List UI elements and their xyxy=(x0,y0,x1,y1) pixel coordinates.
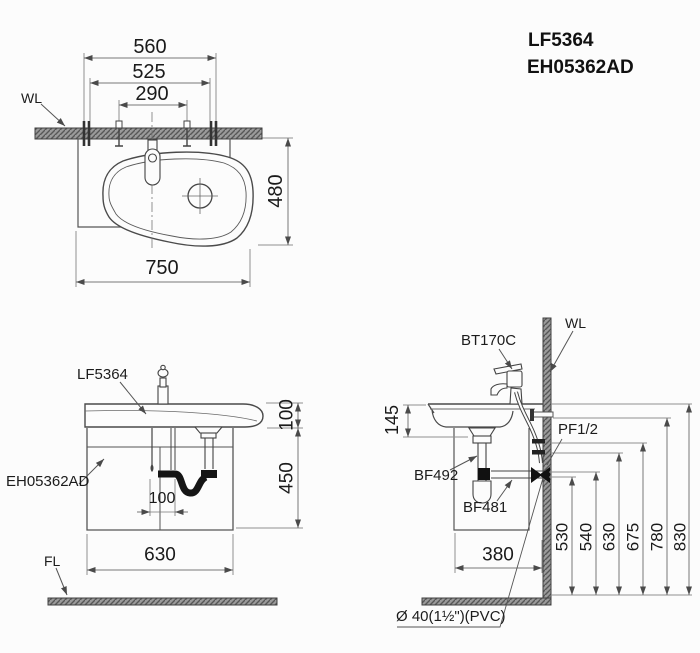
faucet-label: BT170C xyxy=(461,332,517,349)
cabinet-side xyxy=(453,428,530,531)
basin-side xyxy=(427,403,543,428)
dim-480: 480 xyxy=(265,174,287,208)
wall-line-label-side: WL xyxy=(565,315,586,331)
waste-pipe-side xyxy=(478,467,550,483)
dim-630-height: 630 xyxy=(599,522,619,552)
trap-label: BF492 xyxy=(414,467,459,484)
dim-380: 380 xyxy=(482,544,514,566)
floor-line-label: FL xyxy=(44,553,61,569)
dim-630-cabinet-width: 630 xyxy=(144,544,176,566)
drain-hole-top-view xyxy=(182,178,218,214)
side-view-drawing xyxy=(397,317,692,628)
model-number-basin: LF5364 xyxy=(528,30,594,51)
bottle-trap-side xyxy=(468,427,496,504)
anchor-bolts xyxy=(115,120,191,147)
supply-pipe-front xyxy=(150,428,154,472)
faucet-top-view xyxy=(144,139,161,186)
basin-front xyxy=(84,403,264,428)
dim-450: 450 xyxy=(276,462,298,494)
supply-fitting-label: PF1/2 xyxy=(558,421,599,438)
dim-780: 780 xyxy=(647,522,667,552)
drain-pipe-note: Ø 40(1½")(PVC) xyxy=(396,608,506,625)
drain-front xyxy=(193,426,224,469)
wall-supply-stub xyxy=(530,409,554,421)
dim-290: 290 xyxy=(135,83,169,105)
waste-pipe-label: BF481 xyxy=(463,499,508,516)
dim-525: 525 xyxy=(132,61,166,83)
floor-line-bar-side xyxy=(421,597,552,606)
basin-label-front: LF5364 xyxy=(77,366,128,383)
model-number-cabinet: EH05362AD xyxy=(527,57,634,78)
dim-100-basin-height: 100 xyxy=(276,399,298,431)
p-trap-front xyxy=(158,470,217,497)
faucet-front xyxy=(157,364,169,405)
top-view-drawing xyxy=(34,53,293,287)
wall-line-bar xyxy=(34,127,263,140)
dim-830: 830 xyxy=(670,522,690,552)
floor-line-bar-front xyxy=(47,597,278,606)
front-view-drawing xyxy=(47,364,303,606)
wall-stub-lower xyxy=(532,450,545,455)
wall-line-label-top: WL xyxy=(21,90,42,106)
cabinet-front xyxy=(86,428,234,531)
dim-675: 675 xyxy=(623,522,643,552)
wall-line-bar-side xyxy=(542,317,552,599)
cabinet-label-front: EH05362AD xyxy=(6,473,90,490)
dim-145: 145 xyxy=(382,404,402,436)
dim-540: 540 xyxy=(576,522,596,552)
basin-top-outline xyxy=(102,151,254,247)
dim-100-pipe-spacing: 100 xyxy=(148,490,176,507)
dim-530: 530 xyxy=(552,522,572,552)
wall-stub-upper xyxy=(532,439,545,444)
dim-560: 560 xyxy=(133,36,167,58)
dim-750: 750 xyxy=(145,257,179,279)
